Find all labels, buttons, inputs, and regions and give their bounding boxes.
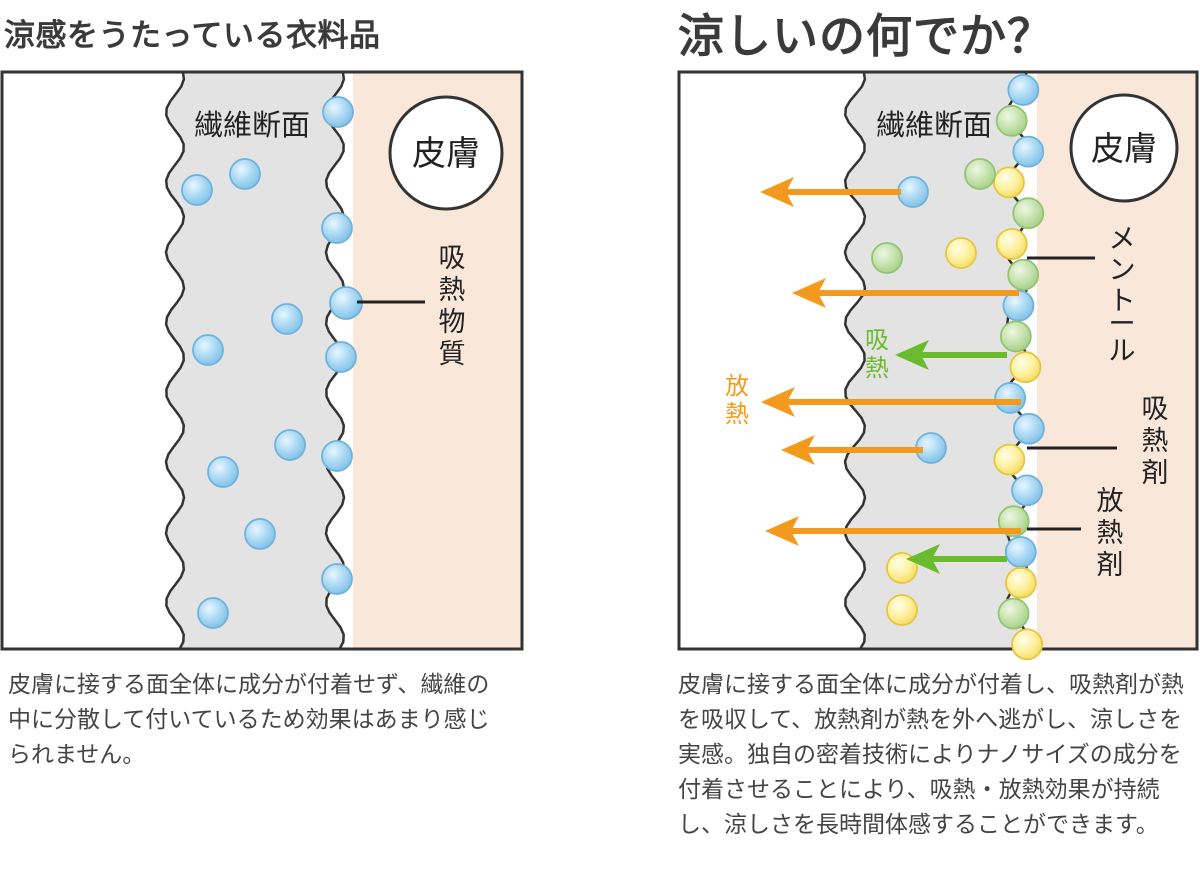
blue-particle [207, 456, 239, 488]
svg-text:熱: 熱 [865, 354, 889, 382]
green-particle [1007, 258, 1040, 291]
blue-particle [321, 440, 353, 472]
svg-text:放: 放 [1097, 486, 1124, 517]
svg-text:ル: ル [1109, 336, 1136, 367]
left-description: 皮膚に接する面全体に成分が付着せず、繊維の中に分散して付いているため効果はあまり… [8, 672, 490, 768]
yellow-particle [1009, 351, 1042, 384]
svg-text:熱: 熱 [725, 400, 749, 428]
yellow-particle [995, 228, 1028, 260]
left-skin-circle [388, 95, 504, 211]
svg-text:熱: 熱 [1097, 518, 1124, 549]
blue-particle [1007, 74, 1040, 106]
right-surface-particle-chain [993, 74, 1045, 661]
right-fiber-label: 繊維断面 [876, 108, 992, 142]
yellow-particle [1005, 566, 1037, 599]
svg-text:メ: メ [1109, 224, 1136, 255]
left-diagram: 皮膚 繊維断面 吸 熱 物 質 [0, 70, 524, 651]
svg-text:熱: 熱 [1142, 426, 1169, 457]
blue-particle [321, 212, 353, 244]
svg-text:ト: ト [1109, 286, 1136, 317]
right-frame [677, 70, 1199, 651]
blue-particle [1004, 536, 1037, 568]
blue-particle [1013, 412, 1045, 445]
release-arrow-head [781, 435, 815, 465]
blue-particle [244, 518, 276, 550]
green-particle [964, 158, 996, 190]
release-arrow-head [792, 278, 826, 308]
green-particle [997, 597, 1030, 630]
right-absorb-heat-label: 吸 熱 [865, 326, 889, 382]
blue-particle [197, 597, 229, 629]
green-particle [995, 104, 1028, 137]
absorb-arrow-head [906, 544, 940, 574]
svg-text:吸: 吸 [439, 243, 466, 274]
right-inner-particle-group [871, 158, 996, 626]
right-arrow-group [760, 177, 1021, 574]
yellow-particle [945, 237, 977, 269]
right-menthol-label: メ ン ト ー ル [1109, 224, 1136, 367]
yellow-particle [1011, 628, 1044, 661]
blue-particle [274, 429, 306, 461]
green-particle [871, 242, 903, 274]
svg-text:ン: ン [1109, 255, 1136, 286]
blue-particle [192, 334, 224, 366]
yellow-particle [993, 166, 1025, 199]
svg-text:放: 放 [725, 372, 749, 400]
left-frame [0, 70, 524, 651]
blue-particle [181, 174, 213, 206]
blue-particle [897, 176, 929, 208]
right-diagram: 皮膚 繊維断面 メ ン ト ー ル 吸 熱 剤 放 熱 剤 吸 熱 放 熱 [677, 70, 1199, 661]
green-particle [999, 320, 1032, 353]
svg-text:吸: 吸 [1142, 394, 1169, 425]
yellow-particle [993, 443, 1026, 476]
release-arrow-head [765, 516, 799, 546]
svg-text:ー: ー [1109, 309, 1136, 340]
left-particle-group [181, 96, 363, 629]
blue-particle [1011, 474, 1043, 507]
green-particle [1012, 197, 1045, 230]
right-skin-label: 皮膚 [1091, 129, 1157, 168]
blue-particle [321, 563, 353, 595]
left-panel-title: 涼感をうたっている衣料品 [4, 18, 381, 54]
blue-particle [325, 341, 357, 373]
svg-text:剤: 剤 [1097, 550, 1124, 581]
svg-text:質: 質 [439, 339, 466, 370]
left-skin-label: 皮膚 [412, 134, 480, 174]
left-absorber-label: 吸 熱 物 質 [439, 243, 466, 370]
yellow-particle [886, 594, 918, 626]
blue-particle [322, 96, 354, 128]
blue-particle [1012, 135, 1045, 168]
blue-particle [229, 158, 261, 190]
blue-particle [994, 382, 1027, 414]
release-arrow-head [761, 387, 795, 417]
blue-particle [271, 303, 303, 335]
svg-text:剤: 剤 [1142, 458, 1169, 489]
svg-text:物: 物 [439, 307, 466, 338]
absorb-arrow-head [895, 340, 929, 370]
right-panel-title: 涼しいの何でか？ [678, 9, 1054, 63]
release-arrow-head [760, 177, 794, 207]
svg-text:熱: 熱 [439, 275, 466, 306]
right-description: 皮膚に接する面全体に成分が付着し、吸熱剤が熱を吸収して、放熱剤が熱を外へ逃がし、… [678, 672, 1184, 838]
right-skin-circle [1069, 93, 1179, 203]
left-fiber-cross-section [164, 70, 346, 651]
right-absorber-label: 吸 熱 剤 [1142, 394, 1169, 489]
left-fiber-label: 繊維断面 [194, 108, 310, 142]
right-release-heat-label: 放 熱 [725, 372, 749, 428]
svg-text:吸: 吸 [865, 326, 889, 354]
right-radiator-label: 放 熱 剤 [1097, 486, 1124, 581]
